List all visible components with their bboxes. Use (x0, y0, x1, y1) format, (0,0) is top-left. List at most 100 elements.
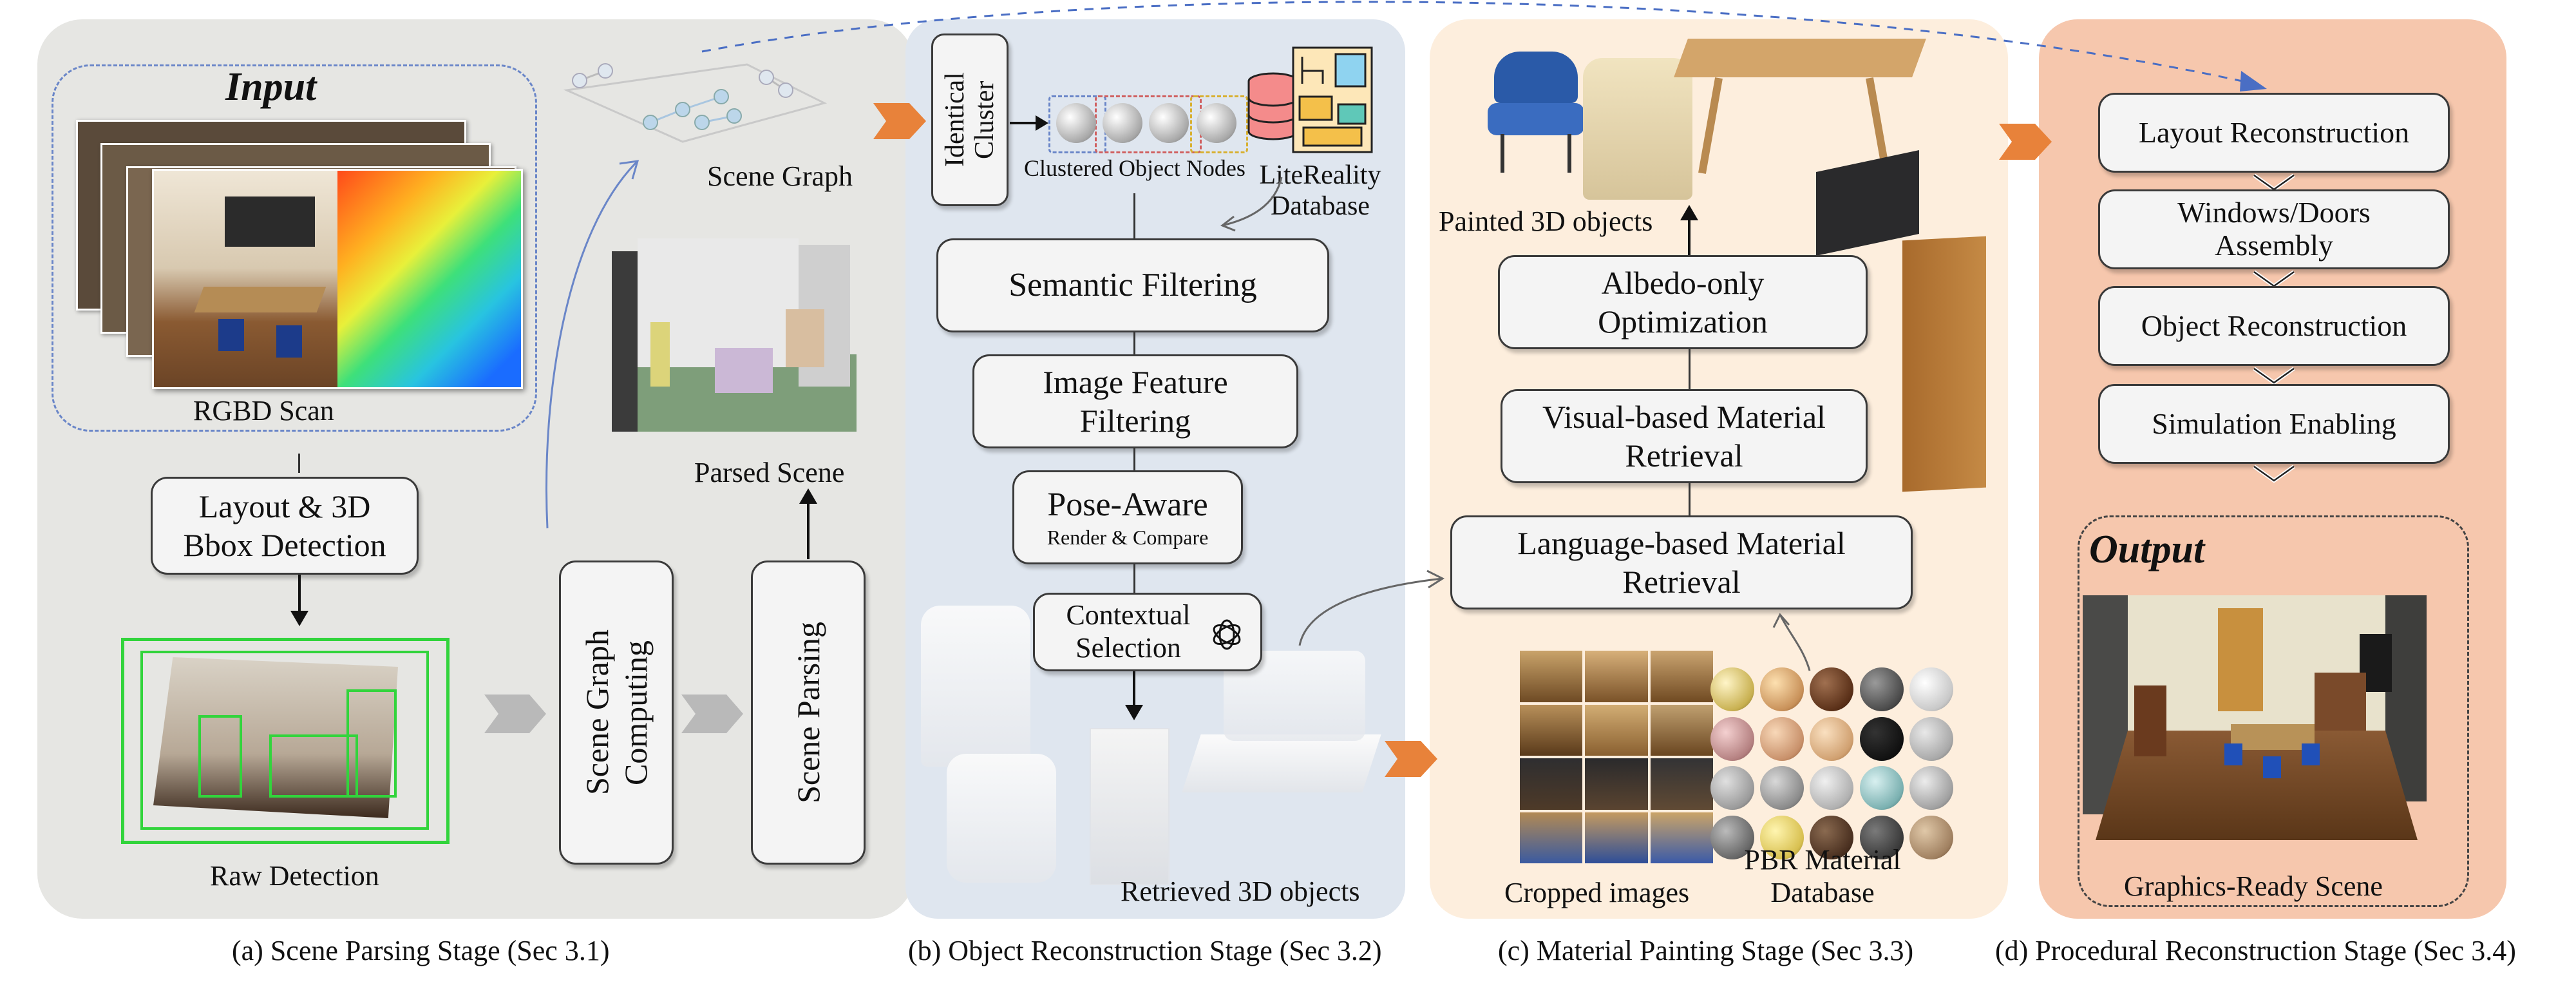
output-title: Output (2089, 528, 2205, 571)
cropped-images-grid (1520, 651, 1713, 863)
cropped-image-tile (1650, 812, 1713, 863)
retrieved-door-image (1090, 728, 1170, 885)
material-sphere (1810, 667, 1854, 711)
pbr-arrow (1772, 613, 1811, 671)
bbox-object (198, 715, 242, 798)
connector-line (1689, 483, 1690, 515)
material-sphere (1810, 815, 1854, 859)
arrow-up (1680, 205, 1698, 255)
object-node-sphere (1197, 103, 1236, 143)
curved-arrow-to-language (1298, 570, 1445, 646)
connector-line (1133, 332, 1135, 354)
orange-arrow (1385, 741, 1437, 777)
painted-objects-label: Painted 3D objects (1439, 206, 1653, 237)
tv-shape (225, 196, 315, 247)
parsed-scene-label: Parsed Scene (694, 457, 845, 488)
connector-line (1133, 193, 1135, 238)
pbr-database-label: PBR Material Database (1744, 844, 1901, 908)
parsed-object (715, 348, 773, 393)
material-sphere (1859, 716, 1904, 761)
connector-line (1133, 564, 1135, 593)
material-sphere (1909, 815, 1953, 859)
retrieved-table-image (1182, 734, 1381, 792)
rgbd-scan-label: RGBD Scan (193, 395, 334, 426)
retrieved-chair-image (921, 606, 1030, 767)
furniture-icon (1292, 46, 1373, 153)
material-sphere (1760, 766, 1804, 810)
cropped-image-tile (1650, 758, 1713, 810)
retrieved-objects-label: Retrieved 3D objects (1121, 876, 1360, 907)
albedo-optimization-box: Albedo-only Optimization (1498, 255, 1868, 349)
visual-material-retrieval-box: Visual-based Material Retrieval (1501, 389, 1868, 483)
rgb-room-photo (154, 171, 337, 387)
arrow-right (1010, 115, 1048, 131)
output-frame (2078, 515, 2469, 907)
material-sphere (1760, 716, 1804, 761)
caption-a: (a) Scene Parsing Stage (Sec 3.1) (232, 935, 610, 966)
input-frame (52, 64, 537, 432)
language-material-retrieval-box: Language-based Material Retrieval (1450, 515, 1913, 609)
retrieved-chair-image (947, 754, 1056, 883)
object-node-sphere (1149, 103, 1189, 143)
image-feature-filtering-box: Image Feature Filtering (972, 354, 1298, 448)
cropped-image-tile (1650, 704, 1713, 756)
step-layout-reconstruction-box: Layout Reconstruction (2098, 93, 2450, 173)
material-sphere (1909, 716, 1953, 761)
material-sphere (1810, 766, 1854, 810)
chevron-down-icon (2253, 367, 2295, 385)
arrow-up (799, 488, 817, 559)
material-sphere (1909, 766, 1953, 810)
cropped-image-tile (1585, 651, 1648, 702)
step-windows-doors-box: Windows/Doors Assembly (2098, 189, 2450, 269)
cropped-image-tile (1520, 812, 1583, 863)
scene-bookshelf (2134, 685, 2166, 756)
chevron-down-icon (2253, 465, 2295, 483)
clustered-nodes-label: Clustered Object Nodes (1024, 155, 1245, 181)
pbr-material-grid (1710, 667, 1955, 861)
input-title: Input (225, 65, 317, 109)
database-label: LiteReality Database (1259, 160, 1381, 222)
contextual-selection-box: Contextual Selection (1033, 593, 1262, 671)
connector-line (1689, 349, 1690, 389)
bbox-inner (140, 651, 429, 830)
db-arrow (1220, 177, 1283, 232)
material-sphere (1859, 667, 1904, 711)
chair-shape (218, 319, 244, 351)
graphics-ready-label: Graphics-Ready Scene (2124, 870, 2383, 902)
bbox-object (346, 689, 397, 798)
semantic-filtering-box: Semantic Filtering (936, 238, 1329, 332)
dashed-curve-to-output (701, 1, 2267, 91)
cropped-image-tile (1585, 758, 1648, 810)
parsed-object (786, 309, 824, 367)
material-sphere (1710, 766, 1754, 810)
bbox-object (269, 734, 358, 798)
cropped-image-tile (1520, 651, 1583, 702)
orange-arrow (873, 103, 926, 139)
scene-chair (2224, 743, 2242, 765)
cropped-image-tile (1650, 651, 1713, 702)
step-simulation-enabling-box: Simulation Enabling (2098, 384, 2450, 464)
material-sphere (1859, 815, 1904, 859)
material-sphere (1909, 667, 1953, 711)
pose-aware-box: Pose-Aware Render & Compare (1012, 470, 1243, 564)
caption-c: (c) Material Painting Stage (Sec 3.3) (1498, 935, 1914, 966)
identical-cluster-text: Identical Cluster (940, 72, 999, 168)
material-sphere (1859, 766, 1904, 810)
scene-chair (2302, 743, 2320, 765)
cropped-image-tile (1585, 704, 1648, 756)
cropped-images-label: Cropped images (1504, 877, 1690, 908)
contextual-selection-text: Contextual Selection (1066, 599, 1191, 664)
curved-arrow-to-scene-graph (545, 160, 639, 529)
arrow-down (290, 575, 308, 626)
parsed-wall-left (612, 251, 638, 432)
scene-graph-computing-text: Scene Graph Computing (579, 629, 654, 796)
arrow-down (1125, 671, 1143, 720)
material-sphere (1760, 815, 1804, 859)
scene-parsing-text: Scene Parsing (790, 622, 826, 803)
graphics-ready-scene-image (2083, 595, 2427, 849)
table-shape (194, 287, 327, 312)
cropped-image-tile (1520, 758, 1583, 810)
bbox-outer (121, 638, 450, 844)
database-icon (1247, 72, 1299, 140)
pose-aware-subtitle: Render & Compare (1046, 526, 1209, 549)
